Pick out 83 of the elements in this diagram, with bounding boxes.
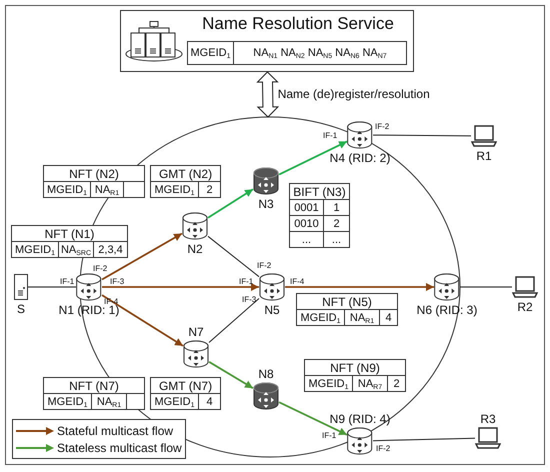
table-cell: MGEID$_{1}$ bbox=[44, 394, 92, 410]
table-header: NFT (N1) bbox=[12, 226, 128, 242]
table-cell: 2 bbox=[324, 216, 350, 232]
table-cell: ... bbox=[290, 232, 324, 248]
interface-label: IF-3 bbox=[110, 277, 124, 286]
flow-arrow bbox=[102, 283, 259, 291]
node-label: N7 bbox=[188, 325, 204, 339]
table-header: GMT (N7) bbox=[150, 378, 221, 394]
table-cell: 1 bbox=[324, 200, 350, 216]
table-header: BIFT (N3) bbox=[290, 184, 350, 200]
table-cell: NA$_{R1}$ bbox=[92, 394, 126, 410]
link-line bbox=[372, 438, 476, 442]
interface-label: IF-4 bbox=[290, 277, 304, 286]
table-cell: 4 bbox=[198, 394, 221, 410]
table-header: NFT (N5) bbox=[296, 294, 398, 310]
table-header: NFT (N2) bbox=[44, 166, 145, 182]
link-line bbox=[460, 286, 512, 288]
table-header: GMT (N2) bbox=[150, 166, 221, 182]
interface-label: IF-2 bbox=[376, 444, 390, 453]
flow-arrow bbox=[278, 140, 348, 176]
node-label: N4 (RID: 2) bbox=[330, 151, 390, 165]
node-label: R3 bbox=[480, 412, 496, 426]
table-cell: NA$_{R1}$ bbox=[344, 310, 380, 326]
node-label: R1 bbox=[476, 149, 492, 163]
forwarding-table bbox=[43, 377, 146, 410]
table-cell: MGEID$_{1}$ bbox=[188, 42, 234, 64]
forwarding-table bbox=[150, 377, 222, 410]
table-cell: MGEID$_{1}$ bbox=[150, 182, 198, 198]
table-cell: MGEID$_{1}$ bbox=[44, 182, 90, 198]
node-label: N5 bbox=[264, 303, 280, 317]
flow-arrow bbox=[285, 283, 434, 291]
table-cell: 2 bbox=[198, 182, 221, 198]
flow-arrow bbox=[102, 294, 184, 347]
node-label: S bbox=[16, 302, 25, 316]
link-line bbox=[208, 236, 260, 278]
table-header: NFT (N9) bbox=[304, 360, 406, 376]
node-label: N9 (RID: 4) bbox=[330, 412, 390, 426]
forwarding-table bbox=[150, 165, 222, 198]
interface-label: IF-2 bbox=[375, 122, 390, 131]
forwarding-table bbox=[11, 225, 128, 258]
table-cell: MGEID$_{1}$ bbox=[12, 242, 58, 258]
node-label: N8 bbox=[258, 367, 274, 381]
arrow bbox=[256, 71, 280, 118]
table-cell: NA$_{R1}$ bbox=[90, 182, 124, 198]
legend-label: Stateful multicast flow bbox=[57, 424, 174, 438]
table-header: NFT (N7) bbox=[44, 378, 145, 394]
interface-label: IF-2 bbox=[257, 261, 272, 270]
link-line bbox=[208, 298, 260, 343]
interface-label: IF-1 bbox=[239, 277, 254, 286]
interface-label: IF-1 bbox=[323, 131, 338, 140]
service-title: Name Resolution Service bbox=[201, 14, 395, 34]
edge-label: Name (de)register/resolution bbox=[278, 86, 430, 100]
table-cell: MGEID$_{1}$ bbox=[150, 394, 198, 410]
table-cell: 2,3,4 bbox=[94, 242, 128, 258]
flow-arrow bbox=[278, 401, 348, 436]
table-cell: 0010 bbox=[290, 216, 324, 232]
table-cell: 0001 bbox=[290, 200, 324, 216]
link-line bbox=[28, 286, 76, 288]
service-panel bbox=[120, 10, 414, 72]
flow-arrow bbox=[208, 188, 254, 219]
forwarding-table bbox=[43, 165, 146, 198]
interface-label: IF-3 bbox=[242, 295, 256, 304]
table-cell: MGEID$_{1}$ bbox=[304, 376, 352, 392]
node-label: N3 bbox=[258, 197, 274, 211]
legend-label: Stateless multicast flow bbox=[57, 440, 182, 454]
table-cell: 2 bbox=[388, 376, 406, 392]
table-cell: NA$_{R7}$ bbox=[352, 376, 388, 392]
forwarding-table bbox=[289, 183, 350, 248]
interface-label: IF-2 bbox=[93, 264, 108, 273]
table-cell: ... bbox=[324, 232, 350, 248]
interface-label: IF-1 bbox=[60, 277, 74, 286]
flow-arrow bbox=[208, 361, 254, 389]
forwarding-table bbox=[296, 293, 398, 326]
node-label: R2 bbox=[517, 300, 533, 314]
table-cell: NA$_{SRC}$ bbox=[58, 242, 94, 258]
interface-label: IF-1 bbox=[322, 431, 336, 440]
table-cell: 4 bbox=[380, 310, 398, 326]
link-line bbox=[372, 134, 472, 136]
forwarding-table bbox=[304, 359, 406, 392]
flow-arrow bbox=[102, 232, 182, 280]
table-cell: NA$_{N1}$ NA$_{N2}$ NA$_{N5}$ NA$_{N6}$ NA$_{N7}$ bbox=[234, 42, 406, 64]
node-label: N2 bbox=[187, 242, 203, 256]
table-cell: MGEID$_{1}$ bbox=[296, 310, 344, 326]
